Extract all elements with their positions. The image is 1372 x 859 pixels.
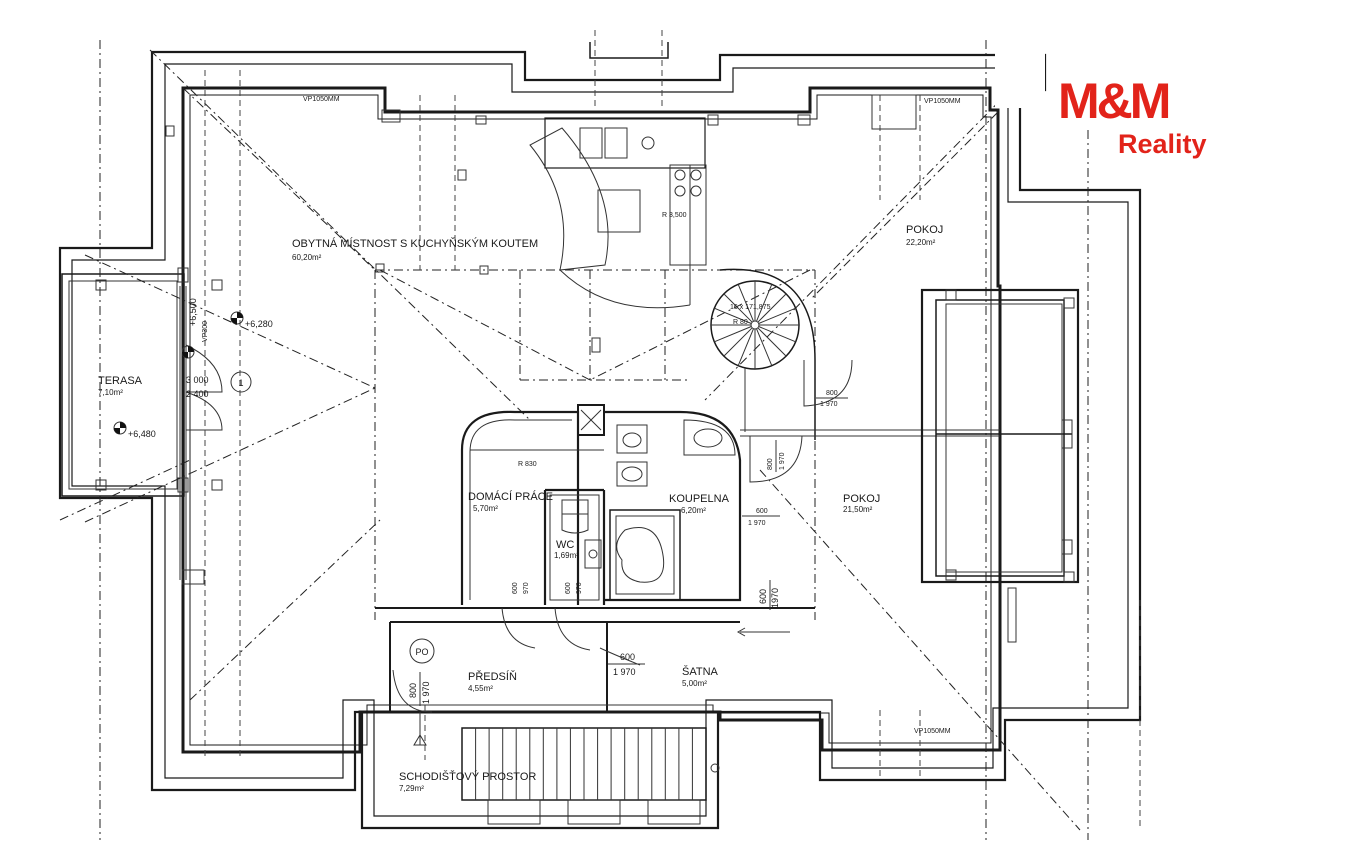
room-labels: OBYTNÁ MÍSTNOST S KUCHYŇSKÝM KOUTEM 60,2… — [98, 224, 943, 793]
top-notch — [589, 42, 669, 59]
circle-1-label: 1 — [238, 378, 243, 388]
vp-top-left-label: VP1050MM — [303, 96, 340, 103]
vp-bottom-right-label: VP1050MM — [914, 728, 951, 735]
mm-reality-logo: M&M Reality — [995, 52, 1207, 159]
room-terrace-area: 7,10m² — [98, 388, 123, 397]
terrace-dim-2: 2 400 — [186, 389, 209, 399]
door-7-width: 600 — [620, 652, 635, 662]
r3500-label: R 3,500 — [662, 212, 687, 219]
door-5-height: 970 — [576, 582, 583, 594]
level-markers — [113, 311, 244, 435]
room-wardrobe-area: 5,00m² — [682, 679, 707, 688]
kitchen-unit — [165, 109, 811, 353]
exterior-walls — [58, 50, 1142, 830]
door-8-width: 800 — [408, 683, 418, 698]
room-bedroom-top-name: POKOJ — [906, 224, 943, 236]
vp-top-right-label: VP1050MM — [924, 98, 961, 105]
room-terrace-name: TERASA — [98, 375, 143, 387]
room-utility-area: 5,70m² — [473, 504, 498, 513]
door-3-width: 600 — [756, 508, 768, 515]
door-2-width: 800 — [767, 458, 774, 470]
door-1-height: 1 970 — [820, 401, 838, 408]
room-bedroom-top-area: 22,20m² — [906, 238, 936, 247]
spiral-staircase — [710, 268, 816, 440]
room-stairs-area: 7,29m² — [399, 784, 424, 793]
bedroom-builtin — [871, 94, 1080, 643]
level-1-label: +6,280 — [245, 319, 273, 329]
door-8-height: 1 970 — [421, 681, 431, 704]
terrace-dim-1: 3 000 — [186, 375, 209, 385]
room-bedroom-right-area: 21,50m² — [843, 505, 873, 514]
level-2-label: +6,500 — [188, 298, 198, 326]
spiral-r-label: R 80 — [733, 319, 748, 326]
r830-label: R 830 — [518, 461, 537, 468]
room-hall-area: 4,55m² — [468, 684, 493, 693]
door-1-width: 800 — [826, 390, 838, 397]
logo-sub: Reality — [1118, 129, 1207, 159]
logo-brand: M&M — [1058, 73, 1169, 129]
spiral-label: 16 x 171,875 — [730, 304, 771, 311]
room-wardrobe-name: ŠATNA — [682, 665, 719, 678]
room-bedroom-right-name: POKOJ — [843, 493, 880, 505]
door-6-width: 600 — [758, 589, 768, 604]
door-4-width: 600 — [512, 582, 519, 594]
room-living-name: OBYTNÁ MÍSTNOST S KUCHYŇSKÝM KOUTEM — [292, 237, 538, 250]
terrace-area — [61, 267, 223, 585]
door-7-height: 1 970 — [613, 667, 636, 677]
room-wc-area: 1,69m² — [554, 551, 579, 560]
circle-1-marker — [230, 371, 252, 393]
room-stairs-name: SCHODIŠŤOVÝ PROSTOR — [399, 770, 536, 783]
room-hall-name: PŘEDSÍŇ — [468, 670, 517, 683]
po-marker — [409, 638, 435, 664]
po-label: PO — [415, 647, 428, 657]
room-utility-name: DOMÁCÍ PRÁCE — [468, 490, 553, 503]
level-3-label: +6,480 — [128, 429, 156, 439]
door-5-width: 600 — [565, 582, 572, 594]
stair-flight — [461, 727, 720, 825]
door-3-height: 1 970 — [748, 520, 766, 527]
door-2-height: 1 970 — [779, 452, 786, 470]
room-wc-name: WC — [556, 539, 574, 551]
vp300-label: VP300 — [202, 321, 209, 342]
door-4-height: 970 — [523, 582, 530, 594]
door-labels: 800 1 970 800 1 970 600 1 970 600 970 60… — [408, 390, 848, 706]
room-bathroom-area: 6,20m² — [681, 506, 706, 515]
room-bathroom-name: KOUPELNA — [669, 493, 730, 505]
interior-walls — [375, 359, 1000, 746]
door-6-height: 1970 — [770, 588, 780, 608]
room-living-area: 60,20m² — [292, 253, 322, 262]
annotation-labels: VP1050MM VP1050MM VP1050MM VP300 +6,280 … — [128, 96, 961, 735]
